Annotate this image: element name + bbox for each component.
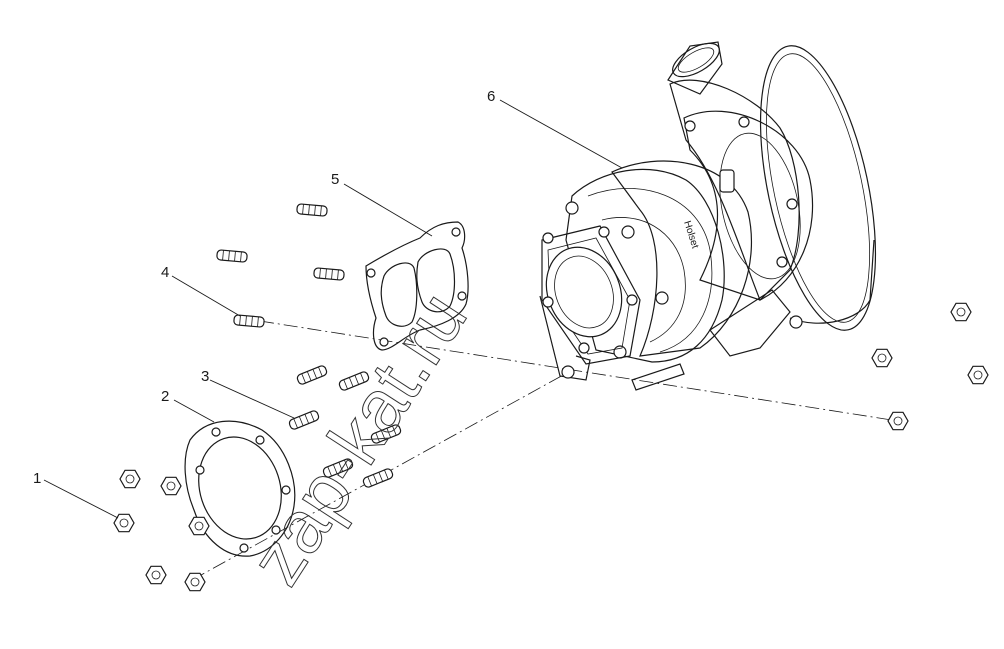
studs-part-3 xyxy=(288,365,402,488)
hex-nuts-right xyxy=(871,302,989,431)
assembly-axis-lines xyxy=(191,320,899,581)
housing-marking: Holset xyxy=(681,220,700,251)
callout-5: 5 xyxy=(331,171,339,188)
studs-part-4 xyxy=(216,203,345,328)
turbocharger-part-6: Holset xyxy=(539,41,877,391)
leader-lines xyxy=(43,99,623,519)
flange-gasket-part-2 xyxy=(184,420,296,557)
callout-4: 4 xyxy=(161,264,169,281)
callout-labels: 1 2 3 4 5 6 xyxy=(33,88,495,487)
callout-1: 1 xyxy=(33,470,41,487)
callout-3: 3 xyxy=(201,368,209,385)
turbo-gasket-part-5 xyxy=(365,221,469,351)
callout-2: 2 xyxy=(161,388,169,405)
hex-nuts-part-1 xyxy=(113,469,210,592)
callout-6: 6 xyxy=(487,88,495,105)
